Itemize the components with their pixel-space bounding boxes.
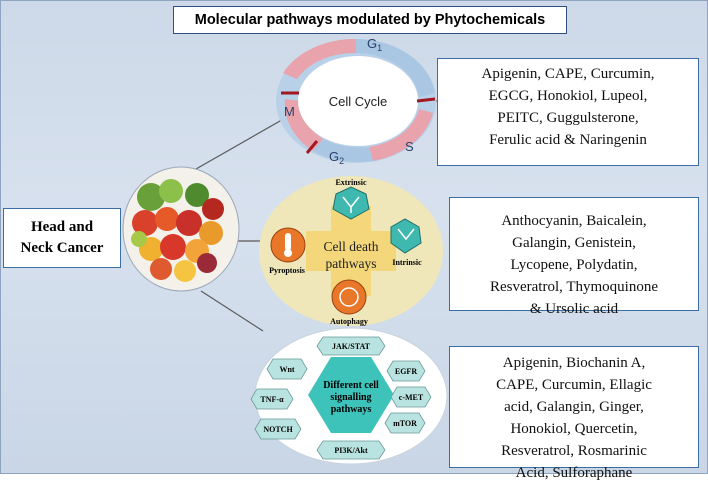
node-egfr-label: EGFR (395, 367, 417, 376)
node-jak-stat (316, 336, 386, 356)
compound-line: Resveratrol, Thymoquinone (489, 279, 659, 295)
compound-line: Lycopene, Polydatin, (510, 257, 638, 273)
compound-line: Apigenin, Biochanin A, (502, 355, 646, 371)
extrinsic-label: Extrinsic (335, 178, 367, 187)
extrinsic-icon (342, 196, 360, 213)
node-pi3k-label: PI3K/Akt (334, 446, 368, 455)
node-wnt (266, 358, 308, 380)
cycle-arc-s (369, 109, 433, 161)
node-notch-label: NOTCH (263, 425, 293, 434)
compound-line: CAPE, Curcumin, Ellagic (496, 377, 652, 393)
compound-line: Anthocyanin, Baicalein, (501, 213, 647, 229)
cycle-checkpoint-g2 (305, 140, 319, 154)
cycle-arc-g2 (313, 139, 373, 163)
cycle-arc-m (284, 99, 323, 151)
compound-line: & Ursolic acid (529, 301, 619, 317)
cycle-arc-g1 (356, 39, 435, 97)
death-center-label-2: pathways (326, 256, 377, 271)
signalling-diagram: Different cell signalling pathways JAK/S… (250, 327, 448, 465)
node-mtor (384, 412, 426, 434)
autophagy-label: Autophagy (330, 317, 368, 326)
intrinsic-label: Intrinsic (392, 258, 422, 267)
cell-death-diagram: Cell death pathways Extrinsic Intrinsic … (259, 176, 443, 326)
diagram-graphics: Cell Cycle G1 S G2 M (122, 36, 448, 465)
signalling-label-2: signalling (330, 392, 371, 403)
cell-cycle-diagram: Cell Cycle G1 S G2 M (276, 36, 436, 166)
head-neck-cancer-label: Head and Neck Cancer (3, 208, 121, 268)
node-pi3k (316, 440, 386, 460)
phase-s-label: S (405, 139, 414, 154)
node-mtor-label: mTOR (393, 419, 417, 428)
thermometer-icon (285, 233, 291, 251)
head-neck-line-2: Neck Cancer (20, 240, 104, 256)
head-neck-line-1: Head and (30, 219, 94, 235)
signalling-label-1: Different cell (323, 380, 379, 391)
extrinsic-node (332, 186, 370, 220)
compound-line: Ferulic acid & Naringenin (489, 132, 647, 148)
node-notch (254, 418, 302, 440)
cycle-center-label: Cell Cycle (329, 94, 388, 109)
node-cmet (390, 386, 432, 408)
intrinsic-icon (397, 228, 415, 241)
node-egfr (386, 360, 426, 382)
compound-line: Honokiol, Quercetin, (510, 421, 638, 437)
compound-line: EGCG, Honokiol, Lupeol, (488, 88, 648, 104)
node-wnt-label: Wnt (279, 365, 294, 374)
cycle-arc-m-top (283, 38, 356, 79)
signalling-label-3: pathways (331, 404, 372, 415)
intrinsic-node (390, 218, 422, 254)
pyroptosis-label: Pyroptosis (269, 266, 305, 275)
cell-cycle-compounds: Apigenin, CAPE, Curcumin, EGCG, Honokiol… (437, 58, 699, 166)
compound-line: PEITC, Guggulsterone, (497, 110, 639, 126)
node-jak-stat-label: JAK/STAT (332, 342, 371, 351)
node-tnf-label: TNF-α (260, 395, 284, 404)
compound-line: Resveratrol, Rosmarinic (501, 443, 647, 459)
signalling-center-hex (308, 357, 394, 433)
phase-g1-label: G1 (367, 36, 382, 53)
autophagy-node (331, 279, 367, 315)
compound-line: Galangin, Genistein, (512, 235, 636, 251)
cell-death-compounds: Anthocyanin, Baicalein, Galangin, Genist… (449, 197, 699, 317)
cycle-center (298, 56, 418, 146)
death-cross (306, 206, 396, 296)
compound-line: Apigenin, CAPE, Curcumin, (481, 66, 655, 82)
autophagosome-icon (339, 287, 359, 307)
page-title: Molecular pathways modulated by Phytoche… (173, 6, 567, 34)
phase-m-label: M (284, 104, 295, 119)
phase-g2-label: G2 (329, 149, 344, 166)
node-cmet-label: c-MET (399, 393, 424, 402)
death-center-label-1: Cell death (323, 239, 378, 254)
fruits-vegetables-image (122, 166, 240, 292)
compound-line: Acid, Sulforaphane (515, 465, 633, 481)
compound-line: acid, Galangin, Ginger, (504, 399, 644, 415)
connector-line-signalling (200, 290, 264, 332)
cycle-checkpoint-s (416, 97, 436, 103)
signalling-compounds: Apigenin, Biochanin A, CAPE, Curcumin, E… (449, 346, 699, 481)
node-tnf (250, 388, 294, 410)
